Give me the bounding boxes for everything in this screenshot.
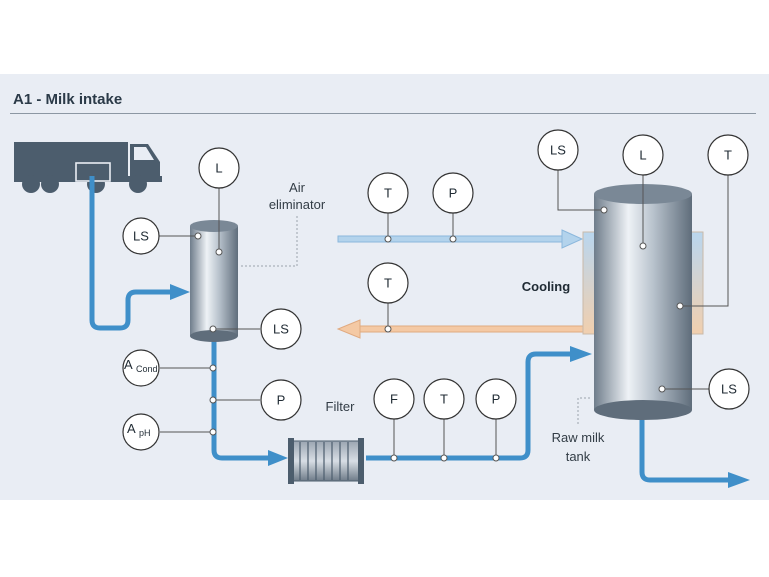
instrument-label: T (724, 148, 732, 163)
instrument-lines (159, 168, 729, 458)
pipe-arrow (728, 472, 750, 488)
temperature-instrument (423, 378, 465, 420)
milk-pipe (89, 176, 730, 483)
pipe-arrow (268, 450, 288, 466)
level-instrument (198, 147, 240, 189)
temperature-instrument (367, 172, 409, 214)
pipe-arrow (170, 284, 190, 300)
raw-milk-tank-label: Raw milk (552, 430, 605, 445)
instrument-sub-label: Cond (136, 364, 158, 374)
truck-window (134, 147, 154, 160)
instrument-label: LS (721, 382, 737, 397)
temperature-instrument (707, 134, 749, 176)
instrument-sub-label: pH (139, 428, 151, 438)
air-eliminator-label: Air (289, 180, 306, 195)
pipe-arrow (570, 346, 592, 362)
level-switch-instrument (537, 129, 579, 171)
instrument-label: A (127, 421, 136, 436)
temperature-instrument (367, 262, 409, 304)
air-eliminator-label: eliminator (269, 197, 326, 212)
instrument-label: LS (550, 143, 566, 158)
instrument-label: P (492, 392, 501, 407)
air-eliminator-vessel (190, 220, 238, 342)
conductivity-analyzer (122, 349, 160, 387)
pressure-instrument (432, 172, 474, 214)
leader-lines (240, 216, 590, 426)
ph-analyzer (122, 413, 160, 451)
instrument-label: T (384, 276, 392, 291)
instrument-label: L (215, 161, 222, 176)
flow-instrument (373, 378, 415, 420)
title-divider (10, 113, 756, 114)
instrument-label: LS (273, 322, 289, 337)
instrument-label: LS (133, 229, 149, 244)
level-switch-instrument (122, 217, 160, 255)
level-switch-instrument (260, 308, 302, 350)
tap-points (194, 206, 684, 462)
instrument-label: T (384, 186, 392, 201)
instrument-label: F (390, 392, 398, 407)
level-instrument (622, 134, 664, 176)
filter-label: Filter (326, 399, 356, 414)
pressure-instrument (260, 379, 302, 421)
instrument-label: A (124, 357, 133, 372)
raw-milk-tank-label: tank (566, 449, 591, 464)
pressure-instrument (475, 378, 517, 420)
cooling-return-arrow (336, 319, 361, 339)
instrument-label: P (449, 186, 458, 201)
instrument-label: P (277, 393, 286, 408)
instrument-label: T (440, 392, 448, 407)
filter-unit (288, 438, 364, 484)
cooling-supply-arrow (561, 229, 584, 249)
instrument-label: L (639, 148, 646, 163)
cooling-label: Cooling (522, 279, 570, 294)
page-title: A1 - Milk intake (13, 91, 123, 108)
level-switch-instrument (708, 368, 750, 410)
